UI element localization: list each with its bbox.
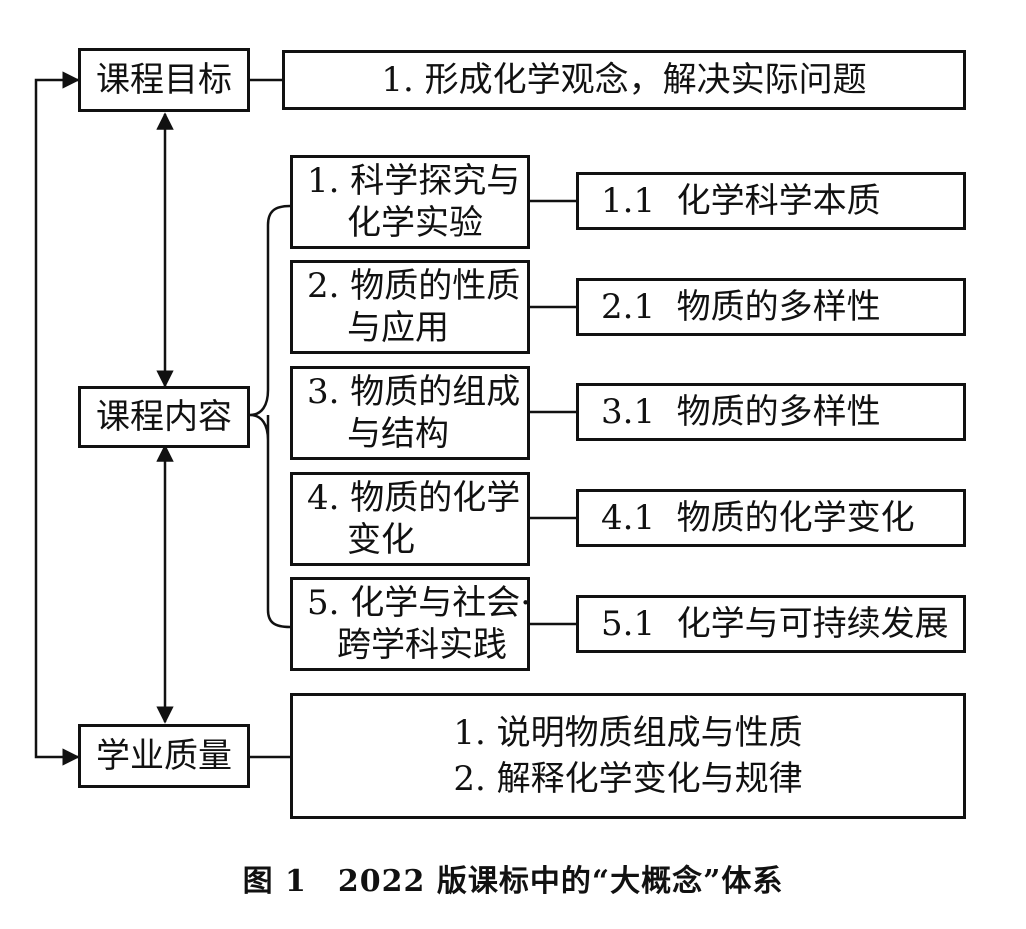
theme-box-3: 3. 物质的组成 与结构: [290, 366, 530, 460]
concept-box-4: 4.1 物质的化学变化: [576, 489, 966, 547]
theme-1-line1: 1. 科学探究与: [307, 161, 521, 201]
theme-box-5: 5. 化学与社会· 跨学科实践: [290, 577, 532, 671]
figure-caption: 图 1 2022 版课标中的“大概念”体系: [242, 864, 784, 899]
goal-detail-text: 1. 形成化学观念，解决实际问题: [381, 60, 867, 100]
node-academic-quality-label: 学业质量: [96, 736, 232, 776]
node-academic-quality: 学业质量: [78, 724, 250, 788]
concept-2-text: 2.1 物质的多样性: [601, 287, 881, 327]
quality-detail-line1: 1. 说明物质组成与性质: [453, 713, 803, 753]
concept-4-text: 4.1 物质的化学变化: [601, 498, 915, 538]
outer-loop-line: [34, 71, 80, 766]
node-course-goal: 课程目标: [78, 48, 250, 112]
theme-3-line2: 与结构: [347, 414, 449, 454]
concept-box-3: 3.1 物质的多样性: [576, 383, 966, 441]
node-course-content: 课程内容: [78, 386, 250, 448]
theme-2-line1: 2. 物质的性质: [307, 266, 521, 306]
concept-5-text: 5.1 化学与可持续发展: [601, 604, 949, 644]
concept-box-2: 2.1 物质的多样性: [576, 278, 966, 336]
theme-5-line1: 5. 化学与社会·: [307, 583, 532, 623]
quality-detail-box: 1. 说明物质组成与性质 2. 解释化学变化与规律: [290, 693, 966, 819]
theme-5-line2: 跨学科实践: [337, 625, 507, 665]
theme-box-1: 1. 科学探究与 化学实验: [290, 155, 530, 249]
theme-4-line2: 变化: [347, 520, 415, 560]
concept-1-text: 1.1 化学科学本质: [601, 181, 881, 221]
concept-3-text: 3.1 物质的多样性: [601, 392, 881, 432]
theme-box-4: 4. 物质的化学 变化: [290, 472, 530, 566]
theme-brace: [249, 204, 291, 629]
theme-2-line2: 与应用: [347, 308, 449, 348]
goal-detail-box: 1. 形成化学观念，解决实际问题: [282, 50, 966, 110]
node-course-content-label: 课程内容: [96, 397, 232, 437]
concept-box-5: 5.1 化学与可持续发展: [576, 595, 966, 653]
theme-4-line1: 4. 物质的化学: [307, 478, 521, 518]
quality-detail-line2: 2. 解释化学变化与规律: [453, 759, 803, 799]
theme-box-2: 2. 物质的性质 与应用: [290, 260, 530, 354]
theme-1-line2: 化学实验: [347, 203, 483, 243]
theme-3-line1: 3. 物质的组成: [307, 372, 521, 412]
node-course-goal-label: 课程目标: [96, 60, 232, 100]
concept-box-1: 1.1 化学科学本质: [576, 172, 966, 230]
